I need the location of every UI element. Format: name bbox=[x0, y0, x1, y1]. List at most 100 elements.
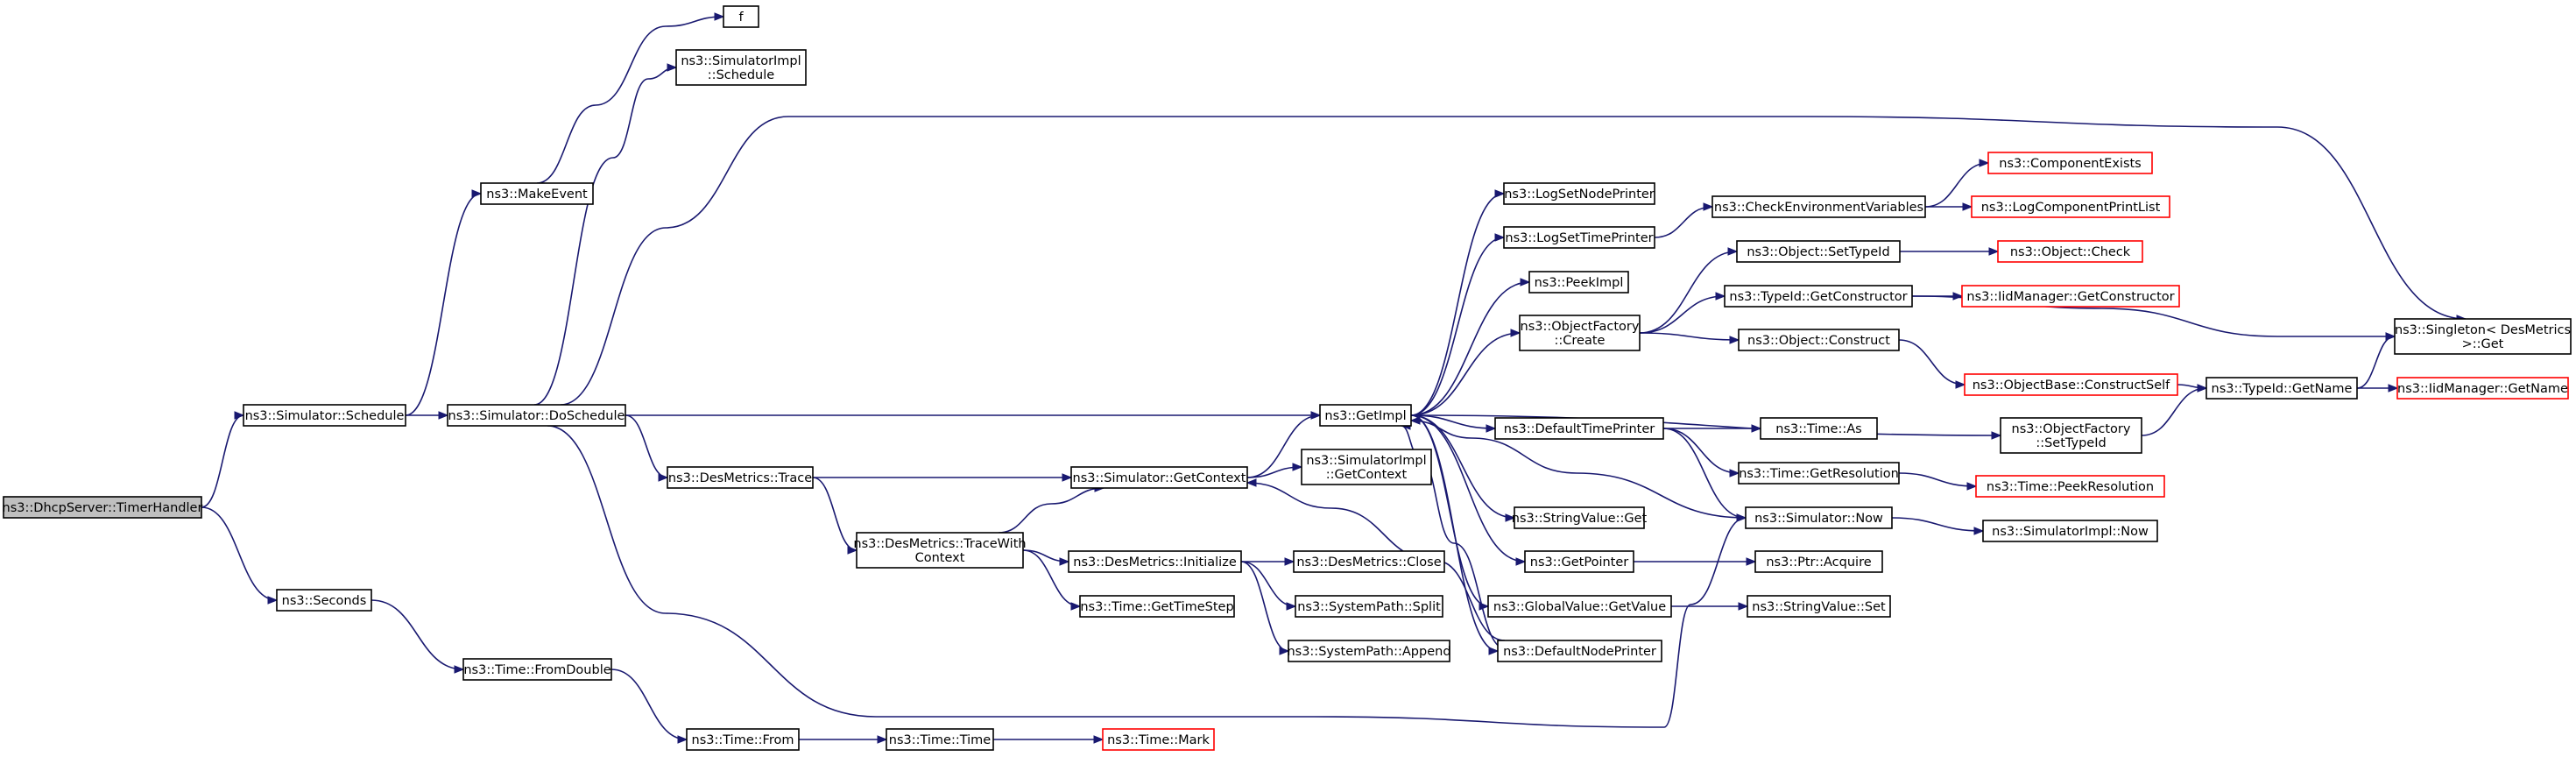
node-box[interactable] bbox=[886, 728, 994, 751]
function-node-typeidgetctor[interactable]: ns3::TypeId::GetConstructor bbox=[1724, 285, 1913, 308]
node-box[interactable] bbox=[462, 658, 612, 681]
node-box[interactable] bbox=[856, 532, 1024, 569]
function-node-f[interactable]: f bbox=[723, 5, 759, 28]
function-node-getpointer[interactable]: ns3::GetPointer bbox=[1524, 550, 1634, 573]
node-box[interactable] bbox=[1997, 240, 2143, 263]
function-node-singletonget[interactable]: ns3::Singleton< DesMetrics >::Get bbox=[2394, 318, 2572, 355]
function-node-ptracquire[interactable]: ns3::Ptr::Acquire bbox=[1754, 550, 1883, 573]
node-box[interactable] bbox=[1961, 285, 2180, 308]
function-node-objcheck[interactable]: ns3::Object::Check bbox=[1997, 240, 2143, 263]
node-box[interactable] bbox=[1494, 417, 1664, 440]
function-node-compexists[interactable]: ns3::ComponentExists bbox=[1987, 152, 2153, 174]
function-node-timetime[interactable]: ns3::Time::Time bbox=[886, 728, 994, 751]
node-box[interactable] bbox=[1497, 640, 1662, 662]
node-box[interactable] bbox=[1293, 550, 1445, 573]
node-box[interactable] bbox=[2205, 377, 2358, 400]
function-node-objconstruct[interactable]: ns3::Object::Construct bbox=[1738, 329, 1900, 351]
function-node-timepeekres[interactable]: ns3::Time::PeekResolution bbox=[1975, 475, 2165, 498]
function-node-stringvalueget[interactable]: ns3::StringValue::Get bbox=[1512, 506, 1648, 529]
function-node-gettimestep[interactable]: ns3::Time::GetTimeStep bbox=[1079, 595, 1235, 618]
node-box[interactable] bbox=[1987, 152, 2153, 174]
function-node-logsettimeprinter[interactable]: ns3::LogSetTimePrinter bbox=[1503, 226, 1655, 249]
function-node-timemark[interactable]: ns3::Time::Mark bbox=[1102, 728, 1215, 751]
node-box[interactable] bbox=[1295, 595, 1443, 618]
function-node-objfactorysettypeid[interactable]: ns3::ObjectFactory::SetTypeId bbox=[2000, 417, 2142, 454]
function-node-simimplnow[interactable]: ns3::SimulatorImpl::Now bbox=[1982, 520, 2158, 542]
node-box[interactable] bbox=[1760, 417, 1878, 440]
node-box[interactable] bbox=[1964, 373, 2178, 396]
function-node-sysappend[interactable]: ns3::SystemPath::Append bbox=[1287, 640, 1451, 662]
node-box[interactable] bbox=[1503, 226, 1655, 249]
node-box[interactable] bbox=[723, 5, 759, 28]
node-box[interactable] bbox=[1754, 550, 1883, 573]
node-box[interactable] bbox=[1982, 520, 2158, 542]
node-box[interactable] bbox=[2000, 417, 2142, 454]
node-box[interactable] bbox=[1079, 595, 1235, 618]
node-box[interactable] bbox=[686, 728, 800, 751]
function-node-root[interactable]: ns3::DhcpServer::TimerHandler bbox=[3, 496, 203, 519]
function-node-fromdouble[interactable]: ns3::Time::FromDouble bbox=[462, 658, 612, 681]
function-node-peekimpl[interactable]: ns3::PeekImpl bbox=[1528, 271, 1629, 294]
function-node-objbaseconstructself[interactable]: ns3::ObjectBase::ConstructSelf bbox=[1964, 373, 2178, 396]
function-node-simimplgetcontext[interactable]: ns3::SimulatorImpl::GetContext bbox=[1301, 449, 1432, 485]
node-box[interactable] bbox=[2396, 377, 2569, 400]
node-box[interactable] bbox=[1288, 640, 1450, 662]
function-node-getcontext[interactable]: ns3::Simulator::GetContext bbox=[1070, 466, 1248, 489]
node-box[interactable] bbox=[447, 404, 626, 427]
node-box[interactable] bbox=[667, 466, 814, 489]
node-box[interactable] bbox=[1747, 595, 1891, 618]
function-node-timefrom[interactable]: ns3::Time::From bbox=[686, 728, 800, 751]
node-box[interactable] bbox=[1514, 506, 1645, 529]
node-box[interactable] bbox=[1519, 315, 1641, 351]
function-node-typeidgetname[interactable]: ns3::TypeId::GetName bbox=[2205, 377, 2358, 400]
node-box[interactable] bbox=[1736, 240, 1901, 263]
node-box[interactable] bbox=[1528, 271, 1629, 294]
node-box[interactable] bbox=[1738, 462, 1900, 485]
function-node-objfactorycreate[interactable]: ns3::ObjectFactory::Create bbox=[1519, 315, 1641, 351]
function-node-desclose[interactable]: ns3::DesMetrics::Close bbox=[1293, 550, 1445, 573]
node-box[interactable] bbox=[1301, 449, 1432, 485]
node-box[interactable] bbox=[1524, 550, 1634, 573]
node-box[interactable] bbox=[276, 589, 372, 612]
node-box[interactable] bbox=[1503, 182, 1655, 205]
function-node-timegetres[interactable]: ns3::Time::GetResolution bbox=[1738, 462, 1900, 485]
node-box[interactable] bbox=[1068, 550, 1242, 573]
node-box[interactable] bbox=[1971, 195, 2170, 218]
node-box[interactable] bbox=[243, 404, 406, 427]
node-box[interactable] bbox=[480, 182, 594, 205]
function-node-timeas[interactable]: ns3::Time::As bbox=[1760, 417, 1878, 440]
function-node-stringvalueset[interactable]: ns3::StringValue::Set bbox=[1747, 595, 1891, 618]
function-node-logcomplist[interactable]: ns3::LogComponentPrintList bbox=[1971, 195, 2170, 218]
function-node-defaulttimeprinter[interactable]: ns3::DefaultTimePrinter bbox=[1494, 417, 1664, 440]
function-node-makeevent[interactable]: ns3::MakeEvent bbox=[480, 182, 594, 205]
function-node-doschedule[interactable]: ns3::Simulator::DoSchedule bbox=[447, 404, 626, 427]
function-node-objsettypeid[interactable]: ns3::Object::SetTypeId bbox=[1736, 240, 1901, 263]
function-node-globalvalueget[interactable]: ns3::GlobalValue::GetValue bbox=[1487, 595, 1672, 618]
node-box[interactable] bbox=[1745, 506, 1893, 529]
function-node-schedule[interactable]: ns3::Simulator::Schedule bbox=[243, 404, 406, 427]
function-node-syssplit[interactable]: ns3::SystemPath::Split bbox=[1295, 595, 1443, 618]
function-node-iidgetname[interactable]: ns3::IidManager::GetName bbox=[2396, 377, 2569, 400]
node-box[interactable] bbox=[1711, 195, 1926, 218]
function-node-iidgetctor[interactable]: ns3::IidManager::GetConstructor bbox=[1961, 285, 2180, 308]
function-node-desmetricstrace[interactable]: ns3::DesMetrics::Trace bbox=[667, 466, 814, 489]
function-node-defaultnodeprinter[interactable]: ns3::DefaultNodePrinter bbox=[1497, 640, 1662, 662]
function-node-simnow[interactable]: ns3::Simulator::Now bbox=[1745, 506, 1893, 529]
function-node-logsetnodeprinter[interactable]: ns3::LogSetNodePrinter bbox=[1503, 182, 1655, 205]
node-box[interactable] bbox=[3, 496, 202, 519]
function-node-simimplschedule[interactable]: ns3::SimulatorImpl::Schedule bbox=[675, 49, 807, 86]
function-node-checkenv[interactable]: ns3::CheckEnvironmentVariables bbox=[1711, 195, 1926, 218]
node-box[interactable] bbox=[1724, 285, 1913, 308]
node-box[interactable] bbox=[1070, 466, 1248, 489]
node-box[interactable] bbox=[1487, 595, 1672, 618]
function-node-desinitialize[interactable]: ns3::DesMetrics::Initialize bbox=[1068, 550, 1242, 573]
function-node-seconds[interactable]: ns3::Seconds bbox=[276, 589, 372, 612]
node-box[interactable] bbox=[1975, 475, 2165, 498]
node-box[interactable] bbox=[1319, 404, 1412, 427]
node-box[interactable] bbox=[1738, 329, 1900, 351]
node-box[interactable] bbox=[1102, 728, 1215, 751]
node-box[interactable] bbox=[2394, 318, 2572, 355]
node-box[interactable] bbox=[675, 49, 807, 86]
function-node-getimpl[interactable]: ns3::GetImpl bbox=[1319, 404, 1412, 427]
